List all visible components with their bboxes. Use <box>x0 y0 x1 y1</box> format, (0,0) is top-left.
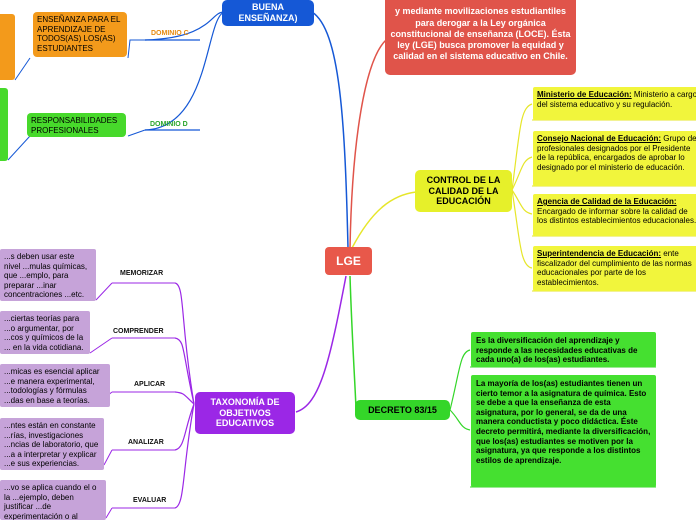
control-item-term: Ministerio de Educación: <box>537 90 632 99</box>
dominio-d-offscreen-box <box>0 88 8 161</box>
control-item-term: Consejo Nacional de Educación: <box>537 134 662 143</box>
link-dominio-d <box>144 11 225 131</box>
link-dominio-c <box>144 11 225 41</box>
taxonomia-text-aplicar[interactable]: ...micas es esencial aplicar ...e manera… <box>0 364 110 407</box>
control-item-text: ente fiscalizador del cumplimiento de la… <box>537 249 692 287</box>
decreto-item-diversificacion[interactable]: Es la diversificación del aprendizaje y … <box>471 332 656 367</box>
control-item-term: Superintendencia de Educación: <box>537 249 662 258</box>
control-item-term: Agencia de Calidad de la Educación: <box>537 197 677 206</box>
control-item-text: Grupo de profesionales designados por el… <box>537 134 696 172</box>
control-item-text: Encargado de informar sobre la calidad d… <box>537 206 696 226</box>
taxonomia-text-memorizar[interactable]: ...s deben usar este nivel ...mulas quím… <box>0 249 96 301</box>
topic-taxonomia[interactable]: TAXONOMÍA DE OBJETIVOS EDUCATIVOS <box>195 392 295 434</box>
taxonomia-label-analizar[interactable]: ANALIZAR <box>128 439 164 446</box>
control-item-ministerio[interactable]: Ministerio de Educación: Ministerio a ca… <box>533 87 696 120</box>
control-item-text: Ministerio a cargo del sistema educativo… <box>537 90 696 109</box>
control-item-agencia[interactable]: Agencia de Calidad de la Educación: Enca… <box>533 194 696 236</box>
topic-loce-derogar[interactable]: y mediante movilizaciones estudiantiles … <box>385 0 576 75</box>
taxonomia-label-memorizar[interactable]: MEMORIZAR <box>120 270 164 277</box>
topic-control-calidad[interactable]: CONTROL DE LA CALIDAD DE LA EDUCACIÓN <box>415 170 512 212</box>
taxonomia-text-comprender[interactable]: ...ciertas teorías para ...o argumentar,… <box>0 311 90 354</box>
topic-buena-ensenanza[interactable]: BUENA ENSEÑANZA) <box>222 0 314 26</box>
dominio-c-leaf[interactable]: ENSEÑANZA PARA EL APRENDIZAJE DE TODOS(A… <box>33 12 127 57</box>
link-taxonomia <box>295 275 347 413</box>
dominio-c-label[interactable]: DOMINIO C <box>151 30 189 37</box>
dominio-c-offscreen-box <box>0 14 15 80</box>
taxonomia-label-comprender[interactable]: COMPRENDER <box>113 328 164 335</box>
dominio-d-label[interactable]: DOMINIO D <box>150 121 188 128</box>
control-item-consejo[interactable]: Consejo Nacional de Educación: Grupo de … <box>533 131 696 186</box>
decreto-item-motivacion[interactable]: La mayoría de los(as) estudiantes tienen… <box>471 375 656 487</box>
link-movil <box>349 39 387 249</box>
link-control <box>351 191 417 249</box>
taxonomia-text-analizar[interactable]: ...ntes están en constante ...rías, inve… <box>0 418 104 470</box>
dominio-d-leaf[interactable]: RESPONSABILIDADES PROFESIONALES <box>27 113 126 137</box>
taxonomia-text-evaluar[interactable]: ...vo se aplica cuando el o la ...ejempl… <box>0 480 106 520</box>
control-item-superintendencia[interactable]: Superintendencia de Educación: ente fisc… <box>533 246 696 291</box>
taxonomia-label-aplicar[interactable]: APLICAR <box>134 381 166 388</box>
link-decreto <box>349 275 357 411</box>
central-node-lge[interactable]: LGE <box>325 247 372 275</box>
link-buena <box>311 11 349 249</box>
topic-decreto-83-15[interactable]: DECRETO 83/15 <box>355 400 450 420</box>
taxonomia-label-evaluar[interactable]: EVALUAR <box>133 497 167 504</box>
